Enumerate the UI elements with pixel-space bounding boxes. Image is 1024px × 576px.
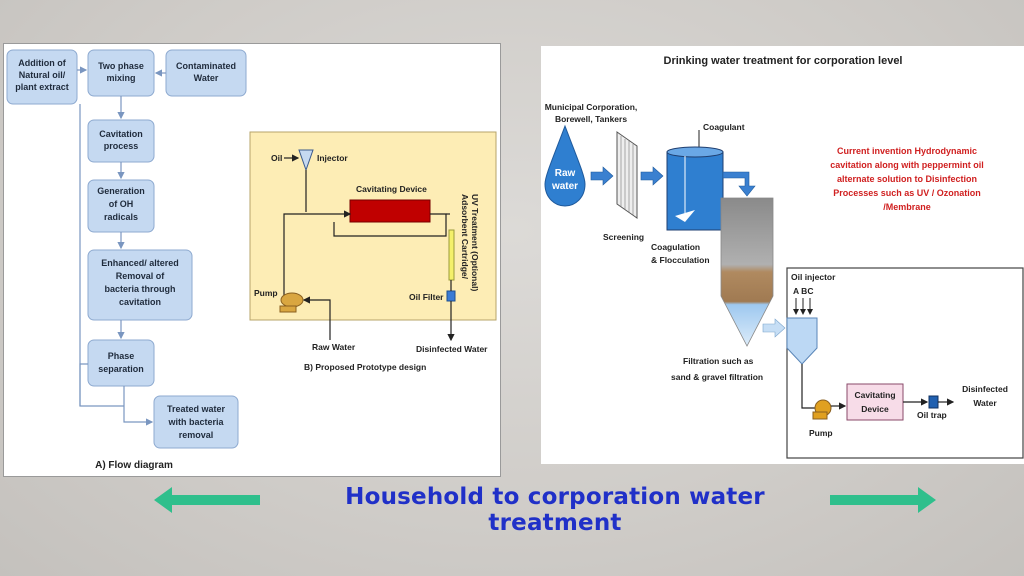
svg-text:Natural oil/: Natural oil/: [19, 70, 66, 80]
oil-injector-label: Oil injector: [791, 272, 836, 282]
box-treated: Treated water with bacteria removal: [153, 395, 239, 449]
svg-text:Treated water: Treated water: [167, 404, 226, 414]
coagulation-line-1: Coagulation: [651, 242, 700, 252]
cavitating-device-label: Cavitating Device: [356, 184, 427, 194]
household-diagram: Addition of Natural oil/ plant extract T…: [6, 49, 497, 471]
injector-label: Injector: [317, 153, 348, 163]
corporation-diagram: Drinking water treatment for corporation…: [544, 55, 1024, 459]
svg-text:with bacteria: with bacteria: [167, 417, 224, 427]
coagulation-tank-icon: [666, 146, 724, 231]
box-generation: Generation of OH radicals: [87, 179, 155, 233]
flow-arrows: [77, 66, 166, 426]
svg-text:Processes such as UV / Ozonati: Processes such as UV / Ozonation: [833, 188, 981, 198]
raw-water-drop-icon: [544, 124, 586, 207]
box-contaminated: Contaminated Water: [165, 49, 247, 97]
corporation-panel: Drinking water treatment for corporation…: [541, 46, 1024, 464]
mixing-vessel-icon: [786, 317, 818, 365]
svg-text:process: process: [104, 141, 139, 151]
source-line-1: Municipal Corporation,: [545, 102, 638, 112]
svg-text:cavitation: cavitation: [119, 297, 161, 307]
svg-text:Enhanced/ altered: Enhanced/ altered: [101, 258, 179, 268]
svg-text:Water: Water: [194, 73, 219, 83]
screening-icon: [616, 131, 638, 219]
screening-label: Screening: [603, 232, 644, 242]
filtration-column-icon: [720, 197, 774, 347]
pump-label-corp: Pump: [809, 428, 833, 438]
box-phase-separation: Phase separation: [87, 339, 155, 387]
filtration-line-1: Filtration such as: [683, 356, 754, 366]
oil-label: Oil: [271, 153, 282, 163]
box-two-phase: Two phase mixing: [87, 49, 155, 97]
prototype-caption: B) Proposed Prototype design: [304, 362, 426, 372]
invention-inset: [786, 267, 1024, 459]
corporation-title: Drinking water treatment for corporation…: [664, 55, 903, 67]
disinfected-label: Disinfected Water: [416, 344, 488, 354]
injector-arrows: [793, 298, 813, 315]
flow-arrow-1: [590, 166, 614, 186]
cavitating-line-2: Device: [861, 404, 889, 414]
adsorbent-cartridge: [448, 229, 455, 281]
abc-label: A BC: [793, 286, 813, 296]
svg-text:cavitation along with peppermi: cavitation along with peppermint oil: [830, 160, 984, 170]
flow-arrow-2: [640, 166, 664, 186]
svg-text:mixing: mixing: [106, 73, 135, 83]
svg-text:Two phase: Two phase: [98, 61, 144, 71]
svg-text:separation: separation: [98, 364, 144, 374]
svg-text:Addition of: Addition of: [18, 58, 66, 68]
svg-text:removal: removal: [179, 430, 214, 440]
prototype-diagram: Oil Injector Cavitating Device Adsorbent…: [249, 131, 497, 342]
svg-text:Removal of: Removal of: [116, 271, 166, 281]
filtration-line-2: sand & gravel filtration: [671, 372, 763, 382]
flow-caption: A) Flow diagram: [95, 460, 173, 471]
disinfected-line-2: Water: [973, 398, 997, 408]
svg-text:Cavitation: Cavitation: [99, 129, 143, 139]
svg-text:bacteria through: bacteria through: [104, 284, 175, 294]
svg-text:radicals: radicals: [104, 212, 138, 222]
raw-water-line-2: water: [551, 181, 578, 192]
banner-title: Household to corporation water treatment: [345, 484, 765, 536]
svg-text:Current invention Hydrodynamic: Current invention Hydrodynamic: [837, 146, 977, 156]
invention-note: Current invention Hydrodynamic cavitatio…: [830, 146, 984, 212]
cavitating-line-1: Cavitating: [854, 390, 895, 400]
coagulant-label: Coagulant: [703, 122, 745, 132]
cavitating-device: [349, 199, 431, 223]
pump-icon-corp: [812, 399, 832, 420]
svg-text:of OH: of OH: [109, 199, 134, 209]
left-arrow-icon: [154, 487, 260, 513]
disinfected-line-1: Disinfected: [962, 384, 1008, 394]
svg-text:Phase: Phase: [108, 351, 135, 361]
oil-filter-label: Oil Filter: [409, 292, 444, 302]
oil-trap-label: Oil trap: [917, 410, 947, 420]
household-panel: Addition of Natural oil/ plant extract T…: [3, 43, 501, 477]
box-addition: Addition of Natural oil/ plant extract: [6, 49, 78, 105]
pump-icon: [279, 292, 304, 313]
pump-label: Pump: [254, 288, 278, 298]
coagulation-line-2: & Flocculation: [651, 255, 710, 265]
uv-label: UV Treatment (Optional): [470, 194, 480, 291]
injector-icon: [298, 149, 314, 172]
oil-filter-icon: [446, 290, 456, 302]
svg-text:alternate solution to Disinfec: alternate solution to Disinfection: [837, 174, 977, 184]
raw-water-label: Raw Water: [312, 342, 356, 352]
oil-trap-icon: [928, 395, 939, 409]
source-line-2: Borewell, Tankers: [555, 114, 627, 124]
flow-arrow-3: [722, 171, 756, 197]
svg-text:/Membrane: /Membrane: [883, 202, 931, 212]
box-cavitation: Cavitation process: [87, 119, 155, 163]
svg-text:Contaminated: Contaminated: [176, 61, 236, 71]
adsorbent-label: Adsorbent Cartridge/: [460, 194, 470, 280]
banner-arrows: [154, 487, 936, 513]
box-enhanced: Enhanced/ altered Removal of bacteria th…: [87, 249, 193, 321]
raw-water-line-1: Raw: [555, 168, 576, 179]
svg-text:Generation: Generation: [97, 186, 145, 196]
svg-text:plant extract: plant extract: [15, 82, 69, 92]
flow-arrow-4: [762, 318, 786, 338]
right-arrow-icon: [830, 487, 936, 513]
cavitating-device-box: [846, 383, 904, 421]
